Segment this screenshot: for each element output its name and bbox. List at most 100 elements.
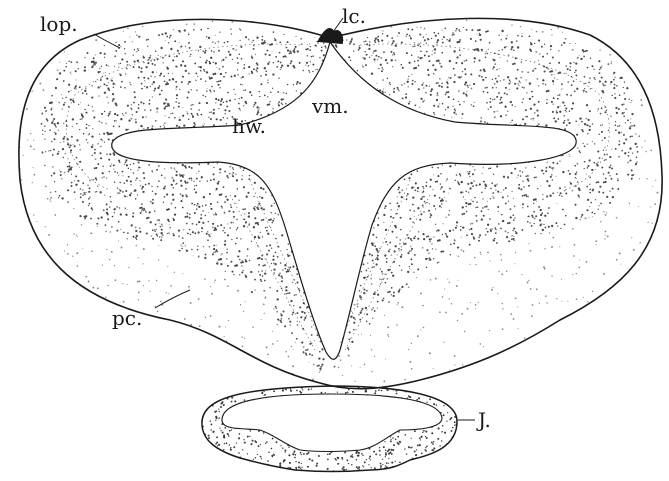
- stipple-dot: [265, 53, 267, 55]
- stipple-dot: [170, 285, 172, 287]
- stipple-dot: [407, 81, 409, 83]
- stipple-dot: [446, 261, 448, 263]
- stipple-dot: [157, 219, 159, 221]
- stipple-dot: [405, 93, 407, 95]
- stipple-dot: [42, 99, 44, 101]
- stipple-dot: [357, 306, 358, 307]
- stipple-dot: [265, 270, 266, 271]
- stipple-dot: [426, 363, 428, 365]
- stipple-dot: [68, 165, 70, 167]
- stipple-dot: [202, 264, 204, 266]
- stipple-dot: [113, 30, 114, 31]
- stipple-dot: [269, 370, 271, 372]
- stipple-dot: [220, 254, 221, 255]
- stipple-dot: [519, 170, 521, 172]
- stipple-dot: [143, 323, 145, 325]
- stipple-dot: [200, 336, 202, 338]
- stipple-dot: [638, 203, 640, 205]
- stipple-dot: [232, 311, 234, 313]
- stipple-dot: [177, 50, 179, 52]
- stipple-dot: [40, 342, 42, 344]
- stipple-dot: [39, 174, 40, 175]
- stipple-dot: [479, 29, 481, 31]
- stipple-dot: [437, 167, 439, 169]
- stipple-dot: [406, 34, 408, 36]
- stipple-dot: [472, 173, 474, 175]
- stipple-dot: [600, 203, 602, 205]
- stipple-dot: [496, 357, 497, 358]
- stipple-dot: [629, 362, 630, 363]
- stipple-dot: [638, 343, 640, 345]
- stipple-dot: [631, 178, 633, 180]
- stipple-dot: [84, 263, 86, 265]
- stipple-dot: [223, 76, 225, 78]
- stipple-dot: [630, 277, 631, 278]
- stipple-dot: [414, 216, 415, 217]
- stipple-dot: [605, 371, 607, 373]
- stipple-dot: [297, 370, 298, 371]
- stipple-dot: [347, 359, 348, 360]
- stipple-dot: [506, 271, 508, 273]
- stipple-dot: [243, 67, 245, 69]
- stipple-dot: [254, 289, 255, 290]
- stipple-dot: [105, 231, 107, 233]
- stipple-dot: [558, 50, 559, 51]
- stipple-dot: [500, 20, 502, 22]
- stipple-dot: [536, 31, 538, 33]
- stipple-dot: [78, 68, 79, 69]
- stipple-dot: [40, 52, 42, 54]
- stipple-dot: [375, 55, 377, 57]
- stipple-dot: [611, 28, 613, 30]
- stipple-dot: [563, 122, 565, 124]
- stipple-dot: [395, 60, 397, 62]
- stipple-dot: [108, 303, 109, 304]
- stipple-dot: [43, 89, 45, 91]
- stipple-dot: [30, 124, 31, 125]
- stipple-dot: [272, 259, 274, 261]
- stipple-dot: [65, 287, 66, 288]
- stipple-dot: [39, 185, 40, 186]
- stipple-dot: [527, 71, 529, 73]
- stipple-dot: [284, 377, 286, 379]
- stipple-dot: [642, 111, 644, 113]
- stipple-dot: [317, 334, 319, 336]
- stipple-dot: [115, 50, 117, 52]
- stipple-dot: [376, 83, 377, 84]
- stipple-dot: [222, 300, 224, 302]
- stipple-dot: [601, 65, 602, 66]
- stipple-dot: [174, 326, 176, 328]
- stipple-dot: [50, 296, 51, 297]
- stipple-dot: [68, 168, 70, 170]
- stipple-dot: [77, 180, 79, 182]
- stipple-dot: [574, 238, 576, 240]
- stipple-dot: [262, 304, 264, 306]
- stipple-dot: [248, 212, 250, 214]
- stipple-dot: [278, 103, 279, 104]
- stipple-dot: [15, 234, 16, 235]
- stipple-dot: [582, 258, 584, 260]
- stipple-dot: [590, 20, 592, 22]
- stipple-dot: [195, 72, 197, 74]
- stipple-dot: [401, 84, 402, 85]
- stipple-dot: [118, 63, 119, 64]
- stipple-dot: [51, 190, 53, 192]
- stipple-dot: [527, 206, 529, 208]
- stipple-dot: [138, 77, 140, 79]
- stipple-dot: [149, 285, 151, 287]
- stipple-dot: [522, 98, 524, 100]
- stipple-dot: [384, 255, 386, 257]
- stipple-dot: [572, 102, 574, 104]
- stipple-dot: [224, 279, 226, 281]
- stipple-dot: [433, 174, 434, 175]
- stipple-dot: [241, 178, 243, 180]
- stipple-dot: [166, 82, 167, 83]
- stipple-dot: [456, 56, 458, 58]
- stipple-dot: [74, 359, 76, 361]
- stipple-dot: [426, 34, 427, 35]
- stipple-dot: [455, 288, 457, 290]
- stipple-dot: [303, 355, 304, 356]
- stipple-dot: [648, 175, 650, 177]
- stipple-dot: [608, 326, 610, 328]
- stipple-dot: [449, 230, 451, 232]
- stipple-dot: [516, 329, 518, 331]
